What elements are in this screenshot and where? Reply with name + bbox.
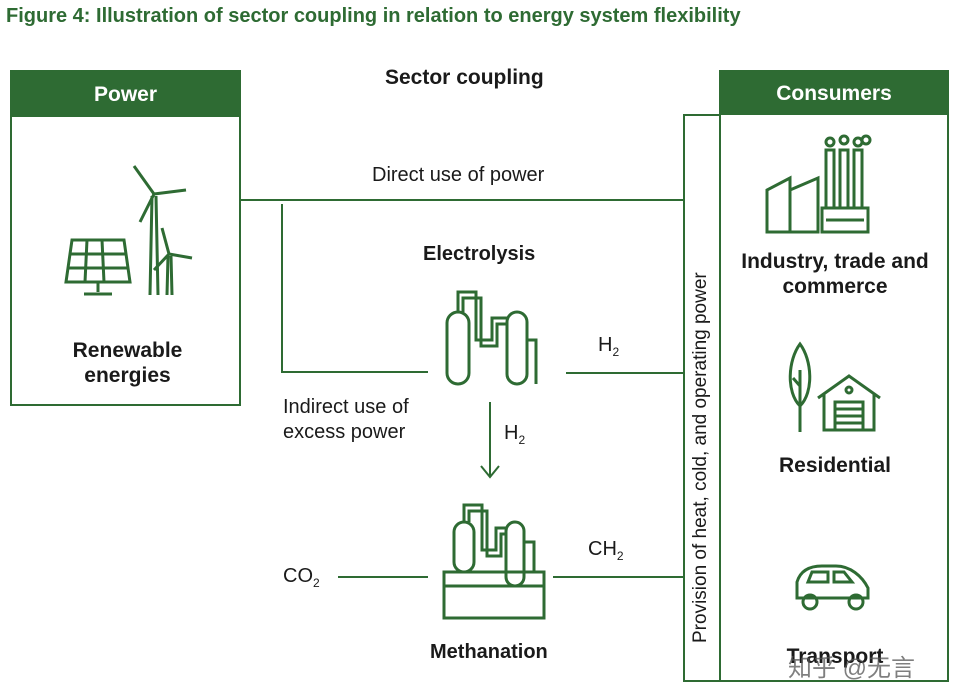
- indirect-use-line: [281, 204, 428, 373]
- co2-label: CO2: [283, 565, 320, 590]
- indirect-use-label-line1: Indirect use of: [283, 396, 409, 418]
- h2-down-label: H2: [504, 422, 526, 447]
- electrolyzer-icon: [445, 290, 538, 386]
- indirect-use-label-line2: excess power: [283, 421, 406, 443]
- methanation-plant-icon: [442, 503, 546, 620]
- consumers-header: Consumers: [721, 72, 947, 115]
- renewable-energies-label: Renewable energies: [72, 339, 183, 387]
- wind-turbine-icon: [132, 165, 193, 296]
- power-box: [10, 70, 241, 406]
- methanation-label: Methanation: [430, 641, 548, 663]
- watermark: 知乎 @无言: [788, 655, 916, 682]
- transport-label: Transport: [786, 645, 884, 668]
- h2-right-label: H2: [598, 334, 620, 359]
- residential-label: Residential: [778, 454, 892, 477]
- tree-icon: [788, 341, 812, 432]
- power-header: Power: [12, 72, 239, 117]
- factory-icon: [765, 134, 872, 234]
- industry-label: Industry, trade and commerce: [741, 250, 929, 298]
- ch2-label: CH2: [588, 538, 624, 563]
- figure-title: Figure 4: Illustration of sector couplin…: [6, 5, 741, 27]
- sector-coupling-title: Sector coupling: [385, 66, 544, 89]
- electrolysis-label: Electrolysis: [423, 243, 536, 265]
- provision-strip: [683, 114, 721, 682]
- car-icon: [795, 564, 870, 611]
- solar-panel-icon: [64, 238, 132, 296]
- arrow-down-icon: [480, 402, 500, 479]
- direct-use-label: Direct use of power: [372, 164, 545, 186]
- house-garage-icon: [817, 374, 881, 432]
